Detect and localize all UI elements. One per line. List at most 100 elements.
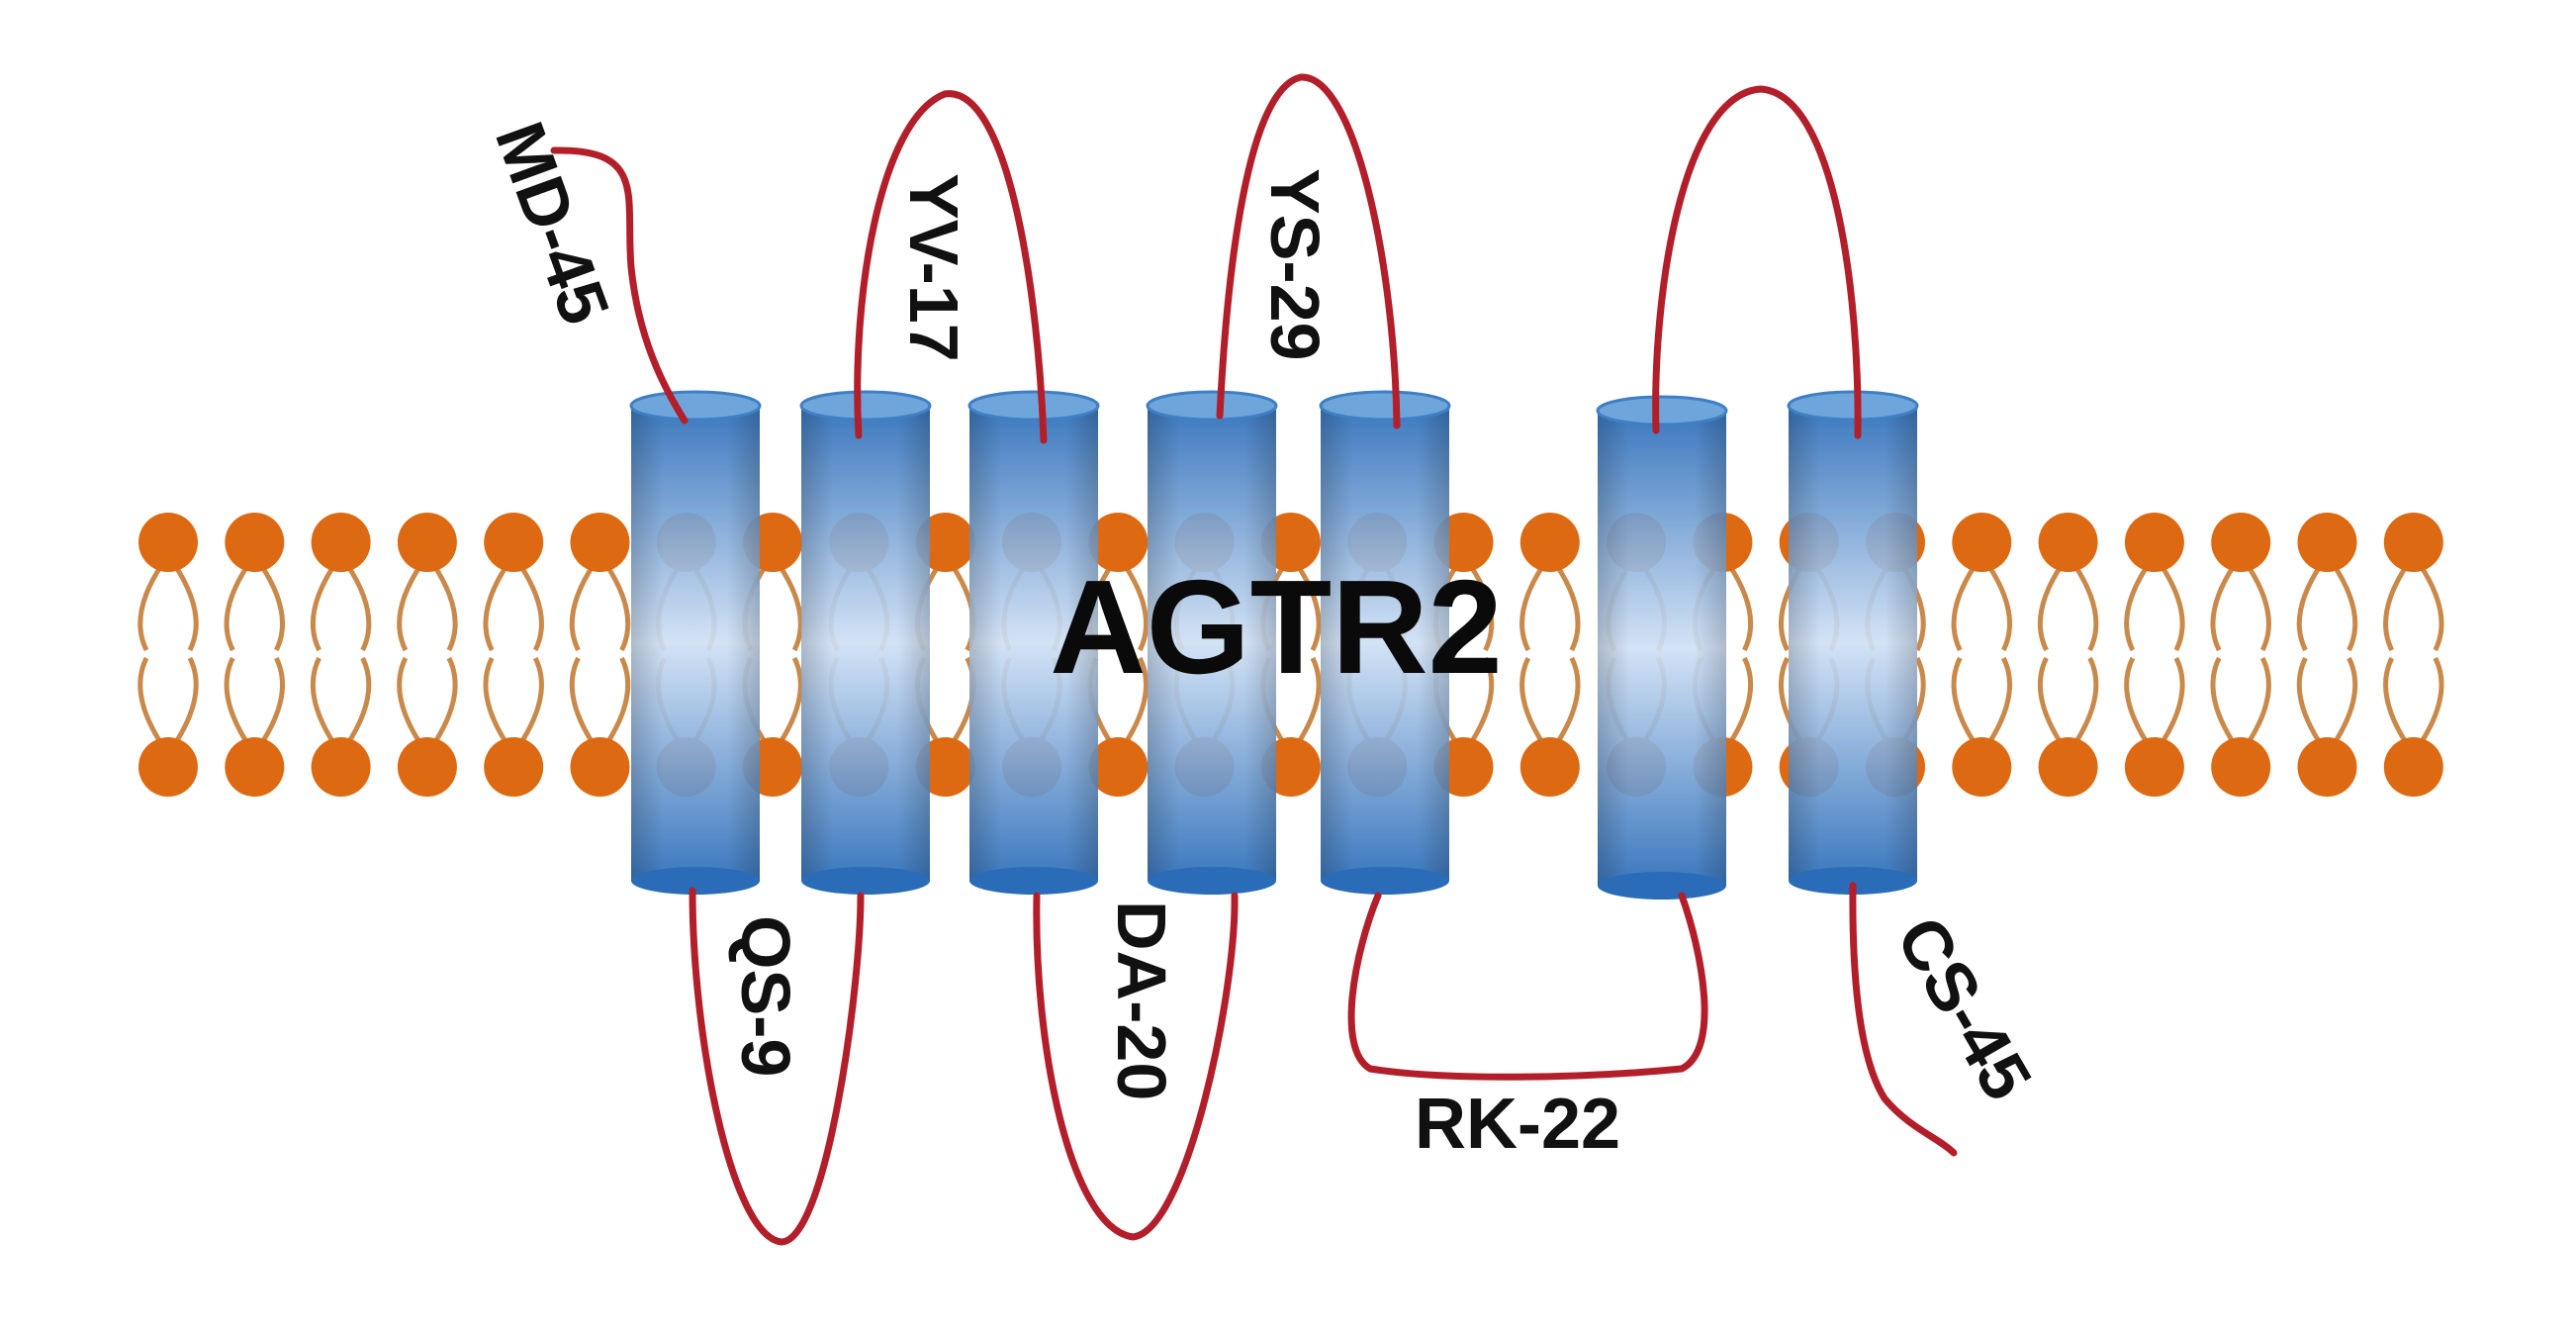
lipid-tail xyxy=(397,562,423,652)
lipid-tail xyxy=(2417,562,2444,652)
helix-bottom-cap xyxy=(801,867,930,895)
lipid-tail xyxy=(1467,656,1495,747)
lipid-tail xyxy=(2124,656,2151,747)
lipid-tail xyxy=(2210,656,2238,747)
lipid-tail xyxy=(569,656,597,747)
lipid-tail xyxy=(397,656,423,747)
lipid-tail xyxy=(2245,562,2271,652)
loop-paths xyxy=(550,73,1958,1246)
lipid-tail xyxy=(2158,656,2185,747)
ecl2-loop xyxy=(1216,73,1401,429)
lipid-tail xyxy=(2245,656,2271,747)
lipid-tail xyxy=(258,656,285,747)
lipid-tail xyxy=(1985,562,2012,652)
helix-shade xyxy=(801,406,930,881)
lipid-tail xyxy=(171,562,199,652)
lipid-tail xyxy=(1726,656,1754,747)
loop-label-qs-9: QS-9 xyxy=(727,915,804,1077)
helix-shade xyxy=(631,406,760,881)
loop-label-md-45: MD-45 xyxy=(481,112,624,333)
transmembrane-helix-4 xyxy=(1146,390,1278,895)
lipid-head xyxy=(2297,513,2357,572)
loop-label-da-20: DA-20 xyxy=(1103,901,1180,1100)
lipid-head xyxy=(1519,737,1580,797)
lipid-head xyxy=(138,513,198,572)
lipid-head xyxy=(570,737,630,797)
lipid-head xyxy=(484,737,544,797)
lipid-pair xyxy=(2124,513,2185,797)
protein-name-label: AGTR2 xyxy=(1050,552,1503,702)
lipid-tail xyxy=(483,562,510,652)
transmembrane-helix-1 xyxy=(629,390,762,895)
lipid-tail xyxy=(2037,562,2065,652)
lipid-tail xyxy=(1726,562,1754,652)
lipid-tail xyxy=(138,656,165,747)
lipid-head xyxy=(2211,513,2271,572)
lipid-head xyxy=(397,513,457,572)
helix-top-cap xyxy=(1787,390,1919,422)
lipid-tail xyxy=(171,656,199,747)
lipid-tail xyxy=(569,562,597,652)
lipid-pair xyxy=(2383,513,2444,797)
transmembrane-helix-6 xyxy=(1596,395,1728,900)
lipid-tail xyxy=(483,656,510,747)
helix-bottom-cap xyxy=(1148,867,1276,895)
lipid-tail xyxy=(2158,562,2185,652)
lipid-tail xyxy=(2296,562,2324,652)
lipid-tail xyxy=(2296,656,2324,747)
lipid-tail xyxy=(2417,656,2444,747)
lipid-tail xyxy=(777,656,803,747)
lipid-tail xyxy=(2331,562,2358,652)
lipid-head xyxy=(915,737,975,797)
lipid-pair xyxy=(915,513,976,797)
lipid-head xyxy=(2124,737,2184,797)
helix-top-cap xyxy=(1146,390,1278,422)
lipid-head xyxy=(1088,737,1149,797)
helix-shade xyxy=(1148,406,1276,881)
lipid-tail xyxy=(1294,562,1322,652)
lipid-tail xyxy=(1553,562,1581,652)
helix-shade xyxy=(1789,406,1917,881)
helix-top-cap xyxy=(967,390,1100,422)
loop-label-cs-45: CS-45 xyxy=(1882,904,2047,1113)
icl1-loop xyxy=(689,887,865,1246)
lipid-tail xyxy=(224,656,251,747)
lipid-tail xyxy=(1951,562,1978,652)
lipid-head xyxy=(484,513,544,572)
lipid-tail xyxy=(603,562,631,652)
lipid-tail xyxy=(430,562,458,652)
lipid-pair xyxy=(1951,513,2012,797)
helix-shade xyxy=(1598,411,1726,886)
lipid-tail xyxy=(517,656,544,747)
lipid-tail xyxy=(2071,656,2099,747)
helix-bottom-cap xyxy=(1598,872,1726,900)
transmembrane-helix-3 xyxy=(967,390,1100,895)
lipid-tail xyxy=(603,656,631,747)
lipid-head xyxy=(138,737,198,797)
lipid-tail xyxy=(1985,656,2012,747)
lipid-tail xyxy=(224,562,251,652)
lipid-head xyxy=(2383,737,2443,797)
lipid-tail xyxy=(138,562,165,652)
lipid-head xyxy=(225,513,285,572)
lipid-head xyxy=(2038,513,2098,572)
loop-label-yv-17: YV-17 xyxy=(895,173,972,362)
lipid-tail xyxy=(2210,562,2238,652)
icl3-loop xyxy=(1347,892,1708,1081)
lipid-tail xyxy=(344,562,372,652)
lipid-tail xyxy=(1519,562,1546,652)
loop-label-rk-22: RK-22 xyxy=(1415,1085,1620,1164)
helix-shade xyxy=(969,406,1098,881)
lipid-head xyxy=(1088,513,1149,572)
lipid-head xyxy=(1952,737,2012,797)
transmembrane-helix-2 xyxy=(799,390,932,895)
lipid-head xyxy=(2038,737,2098,797)
lipid-pair xyxy=(2296,513,2358,797)
lipid-pair xyxy=(1519,513,1581,797)
helix-top-cap xyxy=(1596,395,1728,427)
lipid-head xyxy=(2297,737,2357,797)
lipid-pair xyxy=(2210,513,2271,797)
lipid-tail xyxy=(517,562,544,652)
lipid-tail xyxy=(2383,656,2410,747)
